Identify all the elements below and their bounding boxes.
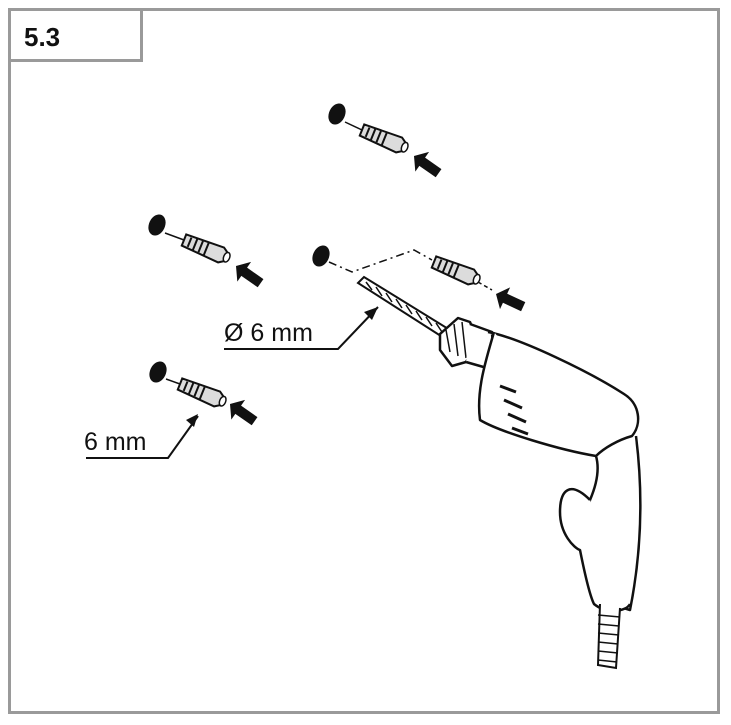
drill-bit <box>356 275 452 340</box>
wall-hole-bottom <box>149 361 181 385</box>
step-number: 5.3 <box>24 22 61 52</box>
insert-arrow-left <box>229 256 268 294</box>
wall-plug-top <box>358 121 412 157</box>
wall-plug-right <box>430 253 484 289</box>
wall-hole-top <box>328 103 363 131</box>
wall-plug-bottom <box>176 375 230 411</box>
drill-diameter-callout: Ø 6 mm <box>224 306 379 350</box>
power-cord <box>596 603 621 670</box>
drill-body <box>438 316 642 612</box>
insert-arrow-bottom <box>223 394 262 432</box>
wall-hole-right <box>312 245 330 267</box>
insert-arrow-right <box>490 283 529 318</box>
plug-depth-callout: 6 mm <box>84 414 199 459</box>
plug-depth-label: 6 mm <box>84 428 147 456</box>
wall-hole-left <box>148 214 185 241</box>
alignment-line <box>328 249 433 273</box>
wall-plug-left <box>180 231 234 267</box>
insert-arrow-top <box>407 146 446 184</box>
drill-diameter-label: Ø 6 mm <box>224 319 313 347</box>
step-number-box <box>8 8 143 62</box>
illustration-frame <box>8 8 720 714</box>
